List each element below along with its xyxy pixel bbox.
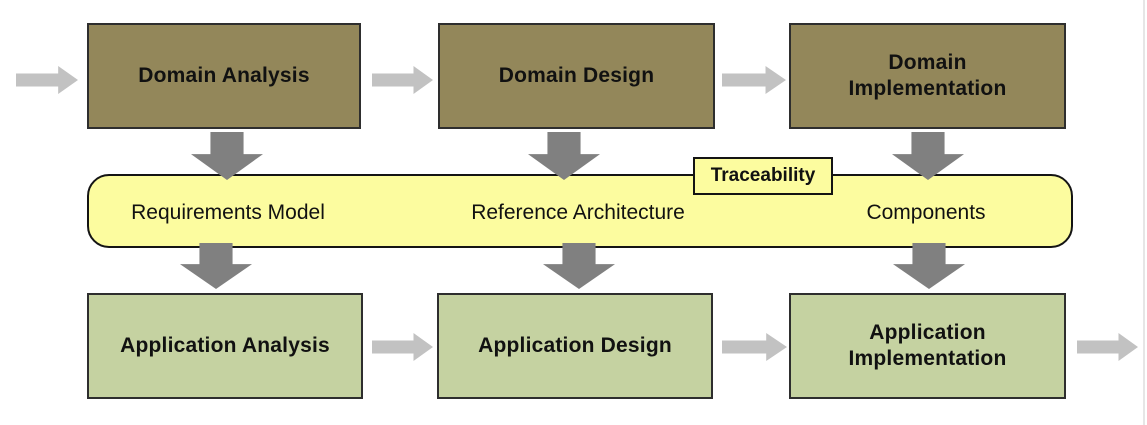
application-design-box: Application Design	[437, 293, 713, 399]
page-edge-line	[1143, 0, 1145, 425]
application-analysis-label: Application Analysis	[120, 333, 330, 357]
domain-analysis-label: Domain Analysis	[138, 63, 310, 87]
flow-arrow-right-into-domain-analysis	[16, 66, 78, 94]
domain-implementation-label: Domain Implementation	[848, 50, 1007, 100]
flow-arrow-right-application-analysis-to-design	[372, 333, 433, 361]
flow-arrow-right-domain-analysis-to-design	[372, 66, 433, 94]
down-arrow-components-to-application-implementation	[893, 243, 965, 289]
artifact-band	[87, 174, 1073, 248]
application-design-label: Application Design	[478, 333, 672, 357]
traceability-label: Traceability	[710, 165, 816, 186]
down-arrow-domain-design-to-reference-architecture	[528, 132, 600, 180]
traceability-tag: Traceability	[693, 157, 833, 195]
down-arrow-domain-implementation-to-components	[892, 132, 964, 180]
application-implementation-box: Application Implementation	[789, 293, 1066, 399]
domain-design-box: Domain Design	[438, 23, 715, 129]
flow-arrow-right-out-of-application-implementation	[1077, 333, 1138, 361]
flow-arrow-right-domain-design-to-implementation	[722, 66, 786, 94]
components-label: Components	[866, 201, 986, 224]
down-arrow-reference-architecture-to-application-design	[543, 243, 615, 289]
domain-analysis-box: Domain Analysis	[87, 23, 361, 129]
down-arrow-domain-analysis-to-requirements-model	[191, 132, 263, 180]
application-analysis-box: Application Analysis	[87, 293, 363, 399]
domain-implementation-box: Domain Implementation	[789, 23, 1066, 129]
domain-design-label: Domain Design	[498, 63, 655, 87]
reference-architecture-label: Reference Architecture	[471, 201, 685, 224]
requirements-model-label: Requirements Model	[131, 201, 325, 224]
flow-arrow-right-application-design-to-implementation	[722, 333, 787, 361]
application-implementation-label: Application Implementation	[848, 320, 1007, 370]
down-arrow-requirements-model-to-application-analysis	[180, 243, 252, 289]
